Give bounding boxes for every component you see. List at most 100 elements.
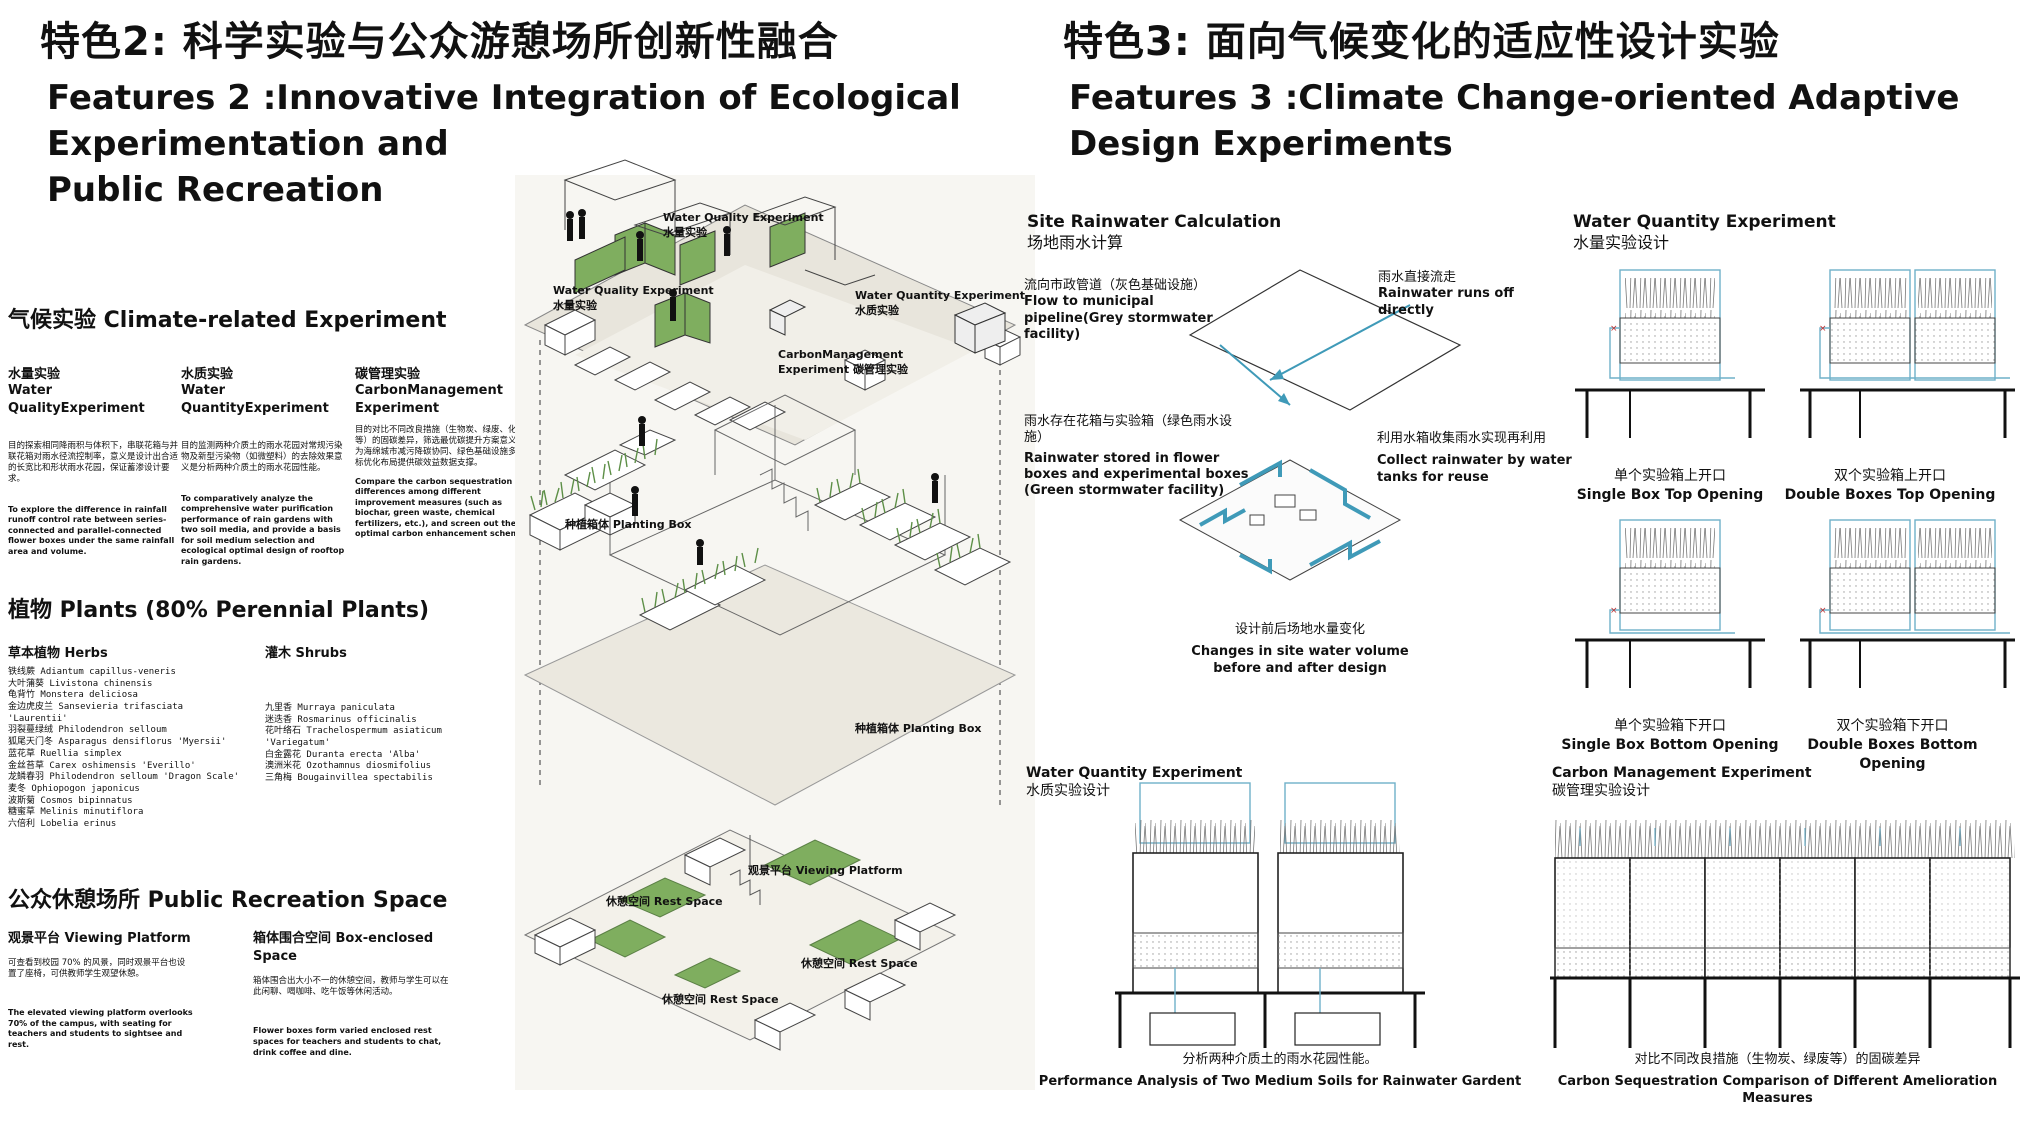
rain-cap-zh: 设计前后场地水量变化: [1234, 622, 1365, 637]
wqual-title-block: Water Quantity Experiment 水质实验设计: [1026, 765, 1242, 800]
wq-cap-en: Single Box Top Opening: [1576, 486, 1764, 503]
wq-cell-caption-2: 双个实验箱上开口 Double Boxes Top Opening: [1780, 467, 2000, 505]
iso-plants: [530, 438, 981, 613]
svg-text:×: ×: [1610, 606, 1618, 616]
iso-label-en: Water Quantity Experiment: [855, 289, 1026, 302]
wq-cap-zh: 双个实验箱上开口: [1834, 468, 1946, 484]
herb-item: 羽裂蔓绿绒 Philodendron selloum: [8, 725, 167, 736]
climate-col-zh: 水质实验: [181, 367, 234, 382]
climate-col-en: CarbonManagement Experiment: [355, 383, 503, 417]
carbon-diagram: [1550, 818, 2020, 1048]
rain-calc-caption: 设计前后场地水量变化 Changes in site water volume b…: [1180, 622, 1420, 677]
feature2-en-title: Features 2 :Innovative Integration of Ec…: [47, 75, 961, 214]
herb-item: 糖蜜草 Melinis minutiflora: [8, 807, 144, 818]
wq-cell-caption-1: 单个实验箱上开口 Single Box Top Opening: [1565, 467, 1775, 505]
herb-item: 金丝苔草 Carex oshimensis 'Everillo': [8, 760, 196, 771]
iso-label-en: Water Quality Experiment: [553, 284, 714, 297]
rain-cap-en: Changes in site water volume before and …: [1191, 644, 1409, 676]
wq-exp-title-zh: 水量实验设计: [1573, 233, 1670, 253]
recreation-col-en-body: The elevated viewing platform overlooks …: [8, 1008, 193, 1049]
climate-col-water-quality: 水量实验 Water QualityExperiment 目的探索相同降雨积与体…: [8, 366, 178, 557]
site-plane-after: [1178, 459, 1402, 581]
wq-exp-diagrams: × × × ×: [1575, 269, 2015, 688]
iso-label-en2: Experiment 碳管理实验: [778, 363, 908, 376]
recreation-col-box: 箱体围合空间 Box-enclosed Space 箱体围合出大小不一的休憩空间…: [253, 930, 453, 1058]
iso-people-icons: [566, 209, 731, 321]
plants-heading: 植物 Plants (80% Perennial Plants): [8, 598, 430, 623]
rain-label-en: Collect rainwater by water tanks for reu…: [1377, 453, 1572, 485]
wq-cap-en: Single Box Bottom Opening: [1561, 736, 1779, 753]
runoff-arrow: [1269, 304, 1411, 381]
iso-layer-experiments: [523, 159, 1022, 446]
wq-cell-single-bottom: ×: [1575, 519, 1765, 688]
climate-col-en-body: To comparatively analyze the comprehensi…: [181, 493, 345, 566]
carbon-caption: 对比不同改良措施（生物炭、绿废等）的固碳差异 Carbon Sequestrat…: [1530, 1052, 2025, 1107]
recreation-col-title: 箱体围合空间 Box-enclosed Space: [253, 931, 434, 965]
rain-label-en: Rainwater runs off directly: [1378, 286, 1514, 318]
shrub-item: 白金露花 Duranta erecta 'Alba': [265, 749, 421, 760]
shrub-item: 澳洲米花 Ozothamnus diosmifolius: [265, 761, 432, 772]
shrub-item: 迷迭香 Rosmarinus officinalis: [265, 714, 417, 725]
recreation-col-zh-body: 箱体围合出大小不一的休憩空间，教师与学生可以在此闲聊、喝咖啡、吃午饭等休闲活动。: [253, 976, 449, 998]
wq-cap-zh: 单个实验箱下开口: [1614, 718, 1726, 734]
wq-cap-en: Double Boxes Top Opening: [1784, 486, 1996, 503]
iso-label-zh: 水量实验: [663, 226, 707, 239]
iso-label-planting-box-2: 种植箱体 Planting Box: [855, 722, 982, 735]
feature3-en-title: Features 3 :Climate Change-oriented Adap…: [1069, 75, 1960, 167]
wq-cell-double-top: ×: [1800, 269, 2015, 438]
climate-col-en: Water QuantityExperiment: [181, 383, 329, 417]
herbs-title: 草本植物 Herbs: [8, 646, 108, 661]
wq-cap-zh: 单个实验箱上开口: [1614, 468, 1726, 484]
iso-label-rest-space-3: 休憩空间 Rest Space: [662, 993, 779, 1006]
iso-label-viewing-platform: 观景平台 Viewing Platform: [748, 864, 903, 877]
shrub-item: 三角梅 Bougainvillea spectabilis: [265, 773, 433, 784]
rain-label-en: Flow to municipal pipeline(Grey stormwat…: [1024, 294, 1213, 342]
wqual-cap-zh: 分析两种介质土的雨水花园性能。: [1182, 1052, 1378, 1067]
pipeline-arrowhead: [1278, 393, 1290, 405]
wq-cap-en: Double Boxes Bottom Opening: [1807, 736, 1978, 772]
iso-label-rest-space-2: 休憩空间 Rest Space: [801, 957, 918, 970]
climate-col-zh-body: 目的监测两种介质土的雨水花园对常规污染物及新型污染物（如微塑料）的去除效果意义是…: [181, 440, 343, 473]
wq-cap-zh: 双个实验箱下开口: [1836, 718, 1949, 734]
iso-label-rest-space-1: 休憩空间 Rest Space: [606, 895, 723, 908]
herb-item: 六倍利 Lobelia erinus: [8, 818, 117, 829]
recreation-col-zh-body: 可查看到校园 70% 的风景，同时观景平台也设置了座椅，可供教师学生观望休憩。: [8, 958, 186, 980]
shrubs-list: 九里香 Murraya paniculata 迷迭香 Rosmarinus of…: [265, 703, 515, 785]
iso-label-zh: 水质实验: [855, 304, 899, 317]
herb-item: 大叶蒲葵 Livistona chinensis: [8, 678, 153, 689]
carbon-title: Carbon Management Experiment: [1552, 765, 1812, 781]
feature2-zh-title: 特色2: 科学实验与公众游憩场所创新性融合: [40, 19, 839, 65]
rain-label-pipeline: 流向市政管道（灰色基础设施）Flow to municipal pipeline…: [1024, 278, 1254, 343]
svg-text:×: ×: [1819, 324, 1827, 334]
wq-cell-double-bottom: ×: [1800, 519, 2015, 688]
rain-label-zh: 流向市政管道（灰色基础设施）: [1024, 278, 1207, 293]
iso-label-planting-box-1: 种植箱体 Planting Box: [565, 518, 692, 531]
recreation-col-en-body: Flower boxes form varied enclosed rest s…: [253, 1026, 442, 1057]
recreation-heading: 公众休憩场所 Public Recreation Space: [8, 888, 448, 913]
iso-label-water-quantity: Water Quantity Experiment 水质实验: [855, 289, 1025, 318]
wqual-cap-en: Performance Analysis of Two Medium Soils…: [1038, 1074, 1522, 1090]
herb-item: 铁线蕨 Adiantum capillus-veneris: [8, 667, 176, 677]
rain-label-stored: 雨水存在花箱与实验箱（绿色雨水设施）Rainwater stored in fl…: [1024, 414, 1249, 499]
feature3-en-title-line2: Design Experiments: [1069, 124, 1453, 165]
wqual-diagram: [1115, 782, 1425, 1048]
herb-item: 'Laurentii': [8, 713, 68, 724]
feature2-en-title-line3: Public Recreation: [47, 170, 384, 211]
iso-people-icons: [631, 416, 939, 565]
iso-layer-recreation: [523, 829, 957, 1051]
svg-text:×: ×: [1819, 606, 1827, 616]
shrubs-title: 灌木 Shrubs: [265, 646, 347, 661]
climate-col-zh: 水量实验: [8, 367, 61, 382]
iso-label-en: CarbonManagement: [778, 348, 904, 361]
runoff-arrowhead: [1270, 369, 1284, 380]
climate-col-en: Water QualityExperiment: [8, 383, 145, 417]
herb-item: 狐尾天门冬 Asparagus densiflorus 'Myersii': [8, 737, 227, 748]
shrub-item: 九里香 Murraya paniculata: [265, 703, 395, 713]
carbon-title-block: Carbon Management Experiment 碳管理实验设计: [1552, 765, 1812, 800]
rain-calc-title: Site Rainwater Calculation: [1027, 212, 1282, 232]
climate-col-zh-body: 目的探索相同降雨积与体积下，串联花箱与并联花箱对雨水径流控制率，意义是设计出合适…: [8, 440, 179, 484]
recreation-col-viewing: 观景平台 Viewing Platform 可查看到校园 70% 的风景，同时观…: [8, 930, 193, 1050]
herb-item: 龙鳞春羽 Philodendron selloum 'Dragon Scale': [8, 772, 240, 783]
